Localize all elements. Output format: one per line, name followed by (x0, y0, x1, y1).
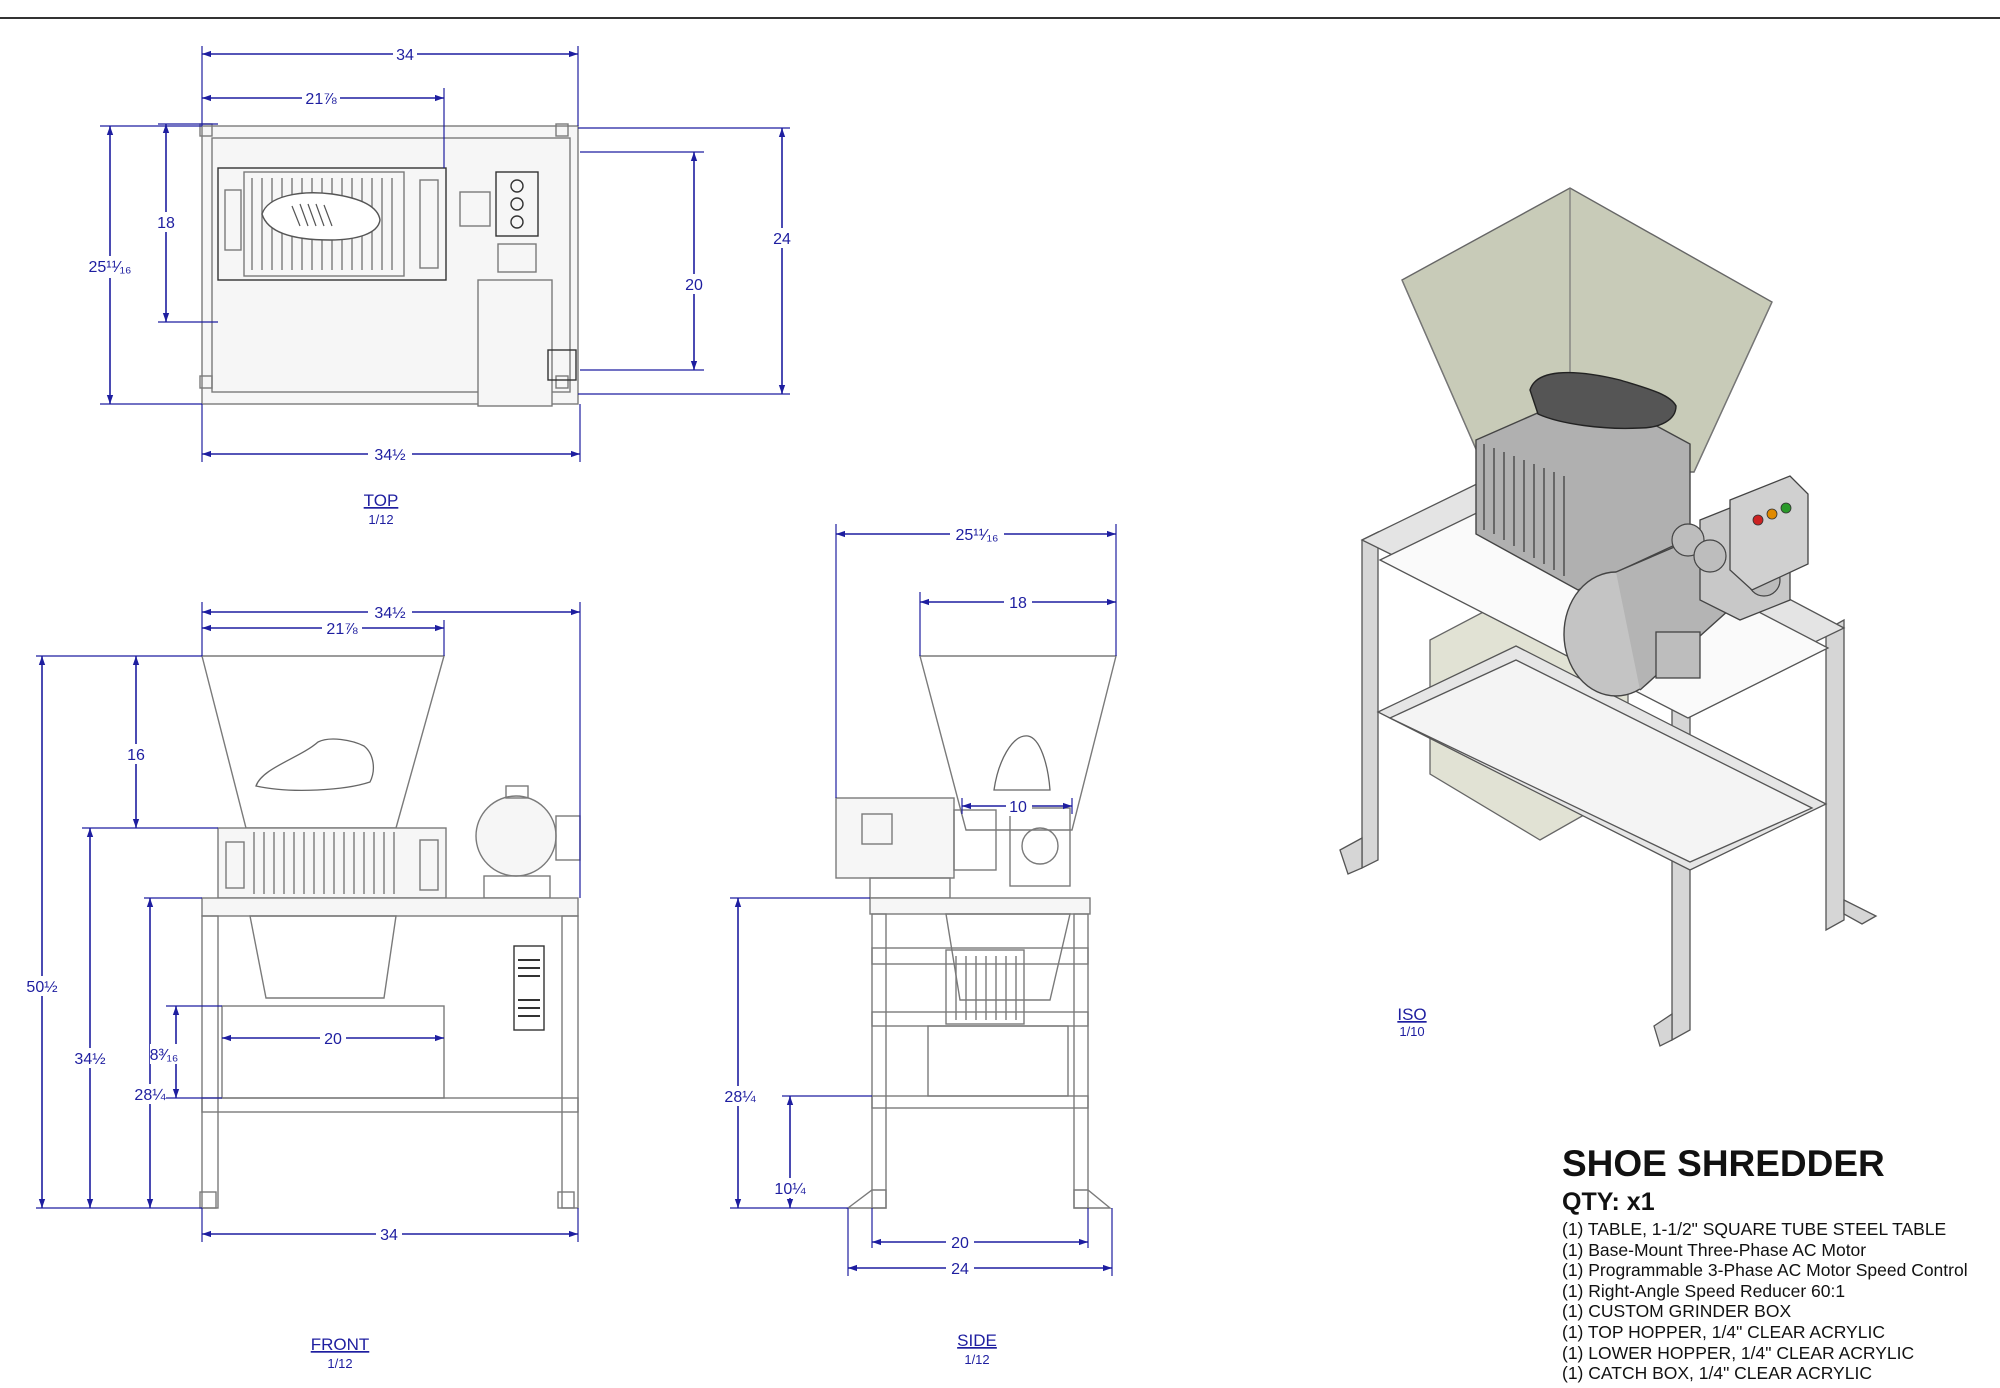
dim-top-hopper-depth: 18 (157, 215, 175, 232)
dim-top-overall-width: 34½ (374, 447, 405, 464)
bom-item: (1) CATCH BOX, 1/4" CLEAR ACRYLIC (1562, 1363, 1872, 1384)
dim-side-shelf-height: 10¼ (774, 1181, 806, 1198)
dim-top-overall-depth: 25¹¹⁄₁₆ (89, 259, 132, 276)
bom-item: (1) Programmable 3-Phase AC Motor Speed … (1562, 1260, 1968, 1281)
bom-item: (1) Right-Angle Speed Reducer 60:1 (1562, 1280, 1846, 1301)
dim-side-box-width: 10 (1009, 799, 1027, 816)
shredder-blades-front (253, 832, 395, 894)
shredder-blades-side (945, 949, 1025, 1025)
front-view-scale: 1/12 (327, 1356, 352, 1371)
quantity-label: QTY: x1 (1562, 1188, 1655, 1216)
dim-front-lower-height: 8³⁄₁₆ (150, 1047, 179, 1064)
bom-item: (1) CUSTOM GRINDER BOX (1562, 1301, 1792, 1322)
dim-front-catch-box-width: 20 (324, 1031, 342, 1048)
indicator-orange-light (1766, 508, 1778, 520)
dim-front-shredder-height: 34½ (74, 1051, 105, 1068)
bom-item: (1) TABLE, 1-1/2" SQUARE TUBE STEEL TABL… (1562, 1219, 1947, 1239)
bill-of-materials: (1) TABLE, 1-1/2" SQUARE TUBE STEEL TABL… (1562, 1219, 1992, 1384)
dim-front-hopper-width: 21⅞ (326, 621, 358, 638)
bom-item: (1) Base-Mount Three-Phase AC Motor (1562, 1239, 1867, 1260)
dim-side-inner-width: 20 (951, 1235, 969, 1252)
dim-top-frame-depth: 20 (685, 277, 703, 294)
bom-item: (1) LOWER HOPPER, 1/4" CLEAR ACRYLIC (1562, 1342, 1915, 1363)
dim-side-outer-width: 24 (951, 1261, 969, 1278)
indicator-green-light (1780, 502, 1792, 514)
iso-view-scale: 1/10 (1399, 1024, 1424, 1039)
dim-front-table-height: 28¼ (134, 1087, 166, 1104)
dim-front-base-width: 34 (380, 1227, 398, 1244)
iso-view: ISO 1/10 (1339, 187, 1878, 1047)
front-view-label: FRONT (311, 1335, 370, 1354)
top-view-scale: 1/12 (368, 512, 393, 527)
title-block: SHOE SHREDDER QTY: x1 (1) TABLE, 1-1/2" … (1562, 1143, 1992, 1384)
iso-view-label: ISO (1397, 1005, 1426, 1024)
top-view: 34 21⅞ 25¹¹⁄₁₆ 18 24 20 34½ TOP 1/12 (84, 44, 796, 527)
dim-top-table-depth: 24 (773, 231, 791, 248)
iso-shoe (1529, 371, 1677, 430)
dim-front-overall-width: 34½ (374, 605, 405, 622)
shoe-front-view (255, 738, 375, 792)
shoe-side-view (993, 735, 1051, 791)
top-view-label: TOP (364, 491, 399, 510)
front-view: 34½ 21⅞ 16 50½ 34½ 28¼ 8³⁄₁₆ 20 (20, 602, 581, 1371)
dim-side-overall-width: 25¹¹⁄₁₆ (956, 527, 999, 544)
dim-top-hopper-width: 21⅞ (305, 91, 337, 108)
dim-top-width: 34 (396, 47, 414, 64)
dim-front-overall-height: 50½ (26, 979, 57, 996)
side-view-label: SIDE (957, 1331, 997, 1350)
side-view: 25¹¹⁄₁₆ 18 10 28¼ 10¼ 20 24 SIDE 1/12 (716, 524, 1117, 1367)
dim-side-table-height: 28¼ (724, 1089, 756, 1106)
bom-item: (1) TOP HOPPER, 1/4" CLEAR ACRYLIC (1562, 1321, 1885, 1342)
drawing-title: SHOE SHREDDER (1562, 1143, 1885, 1184)
indicator-red-light (1752, 514, 1764, 526)
side-view-scale: 1/12 (964, 1352, 989, 1367)
iso-control-box (1729, 475, 1809, 591)
dim-front-hopper-height: 16 (127, 747, 145, 764)
dim-side-hopper-width: 18 (1009, 595, 1027, 612)
